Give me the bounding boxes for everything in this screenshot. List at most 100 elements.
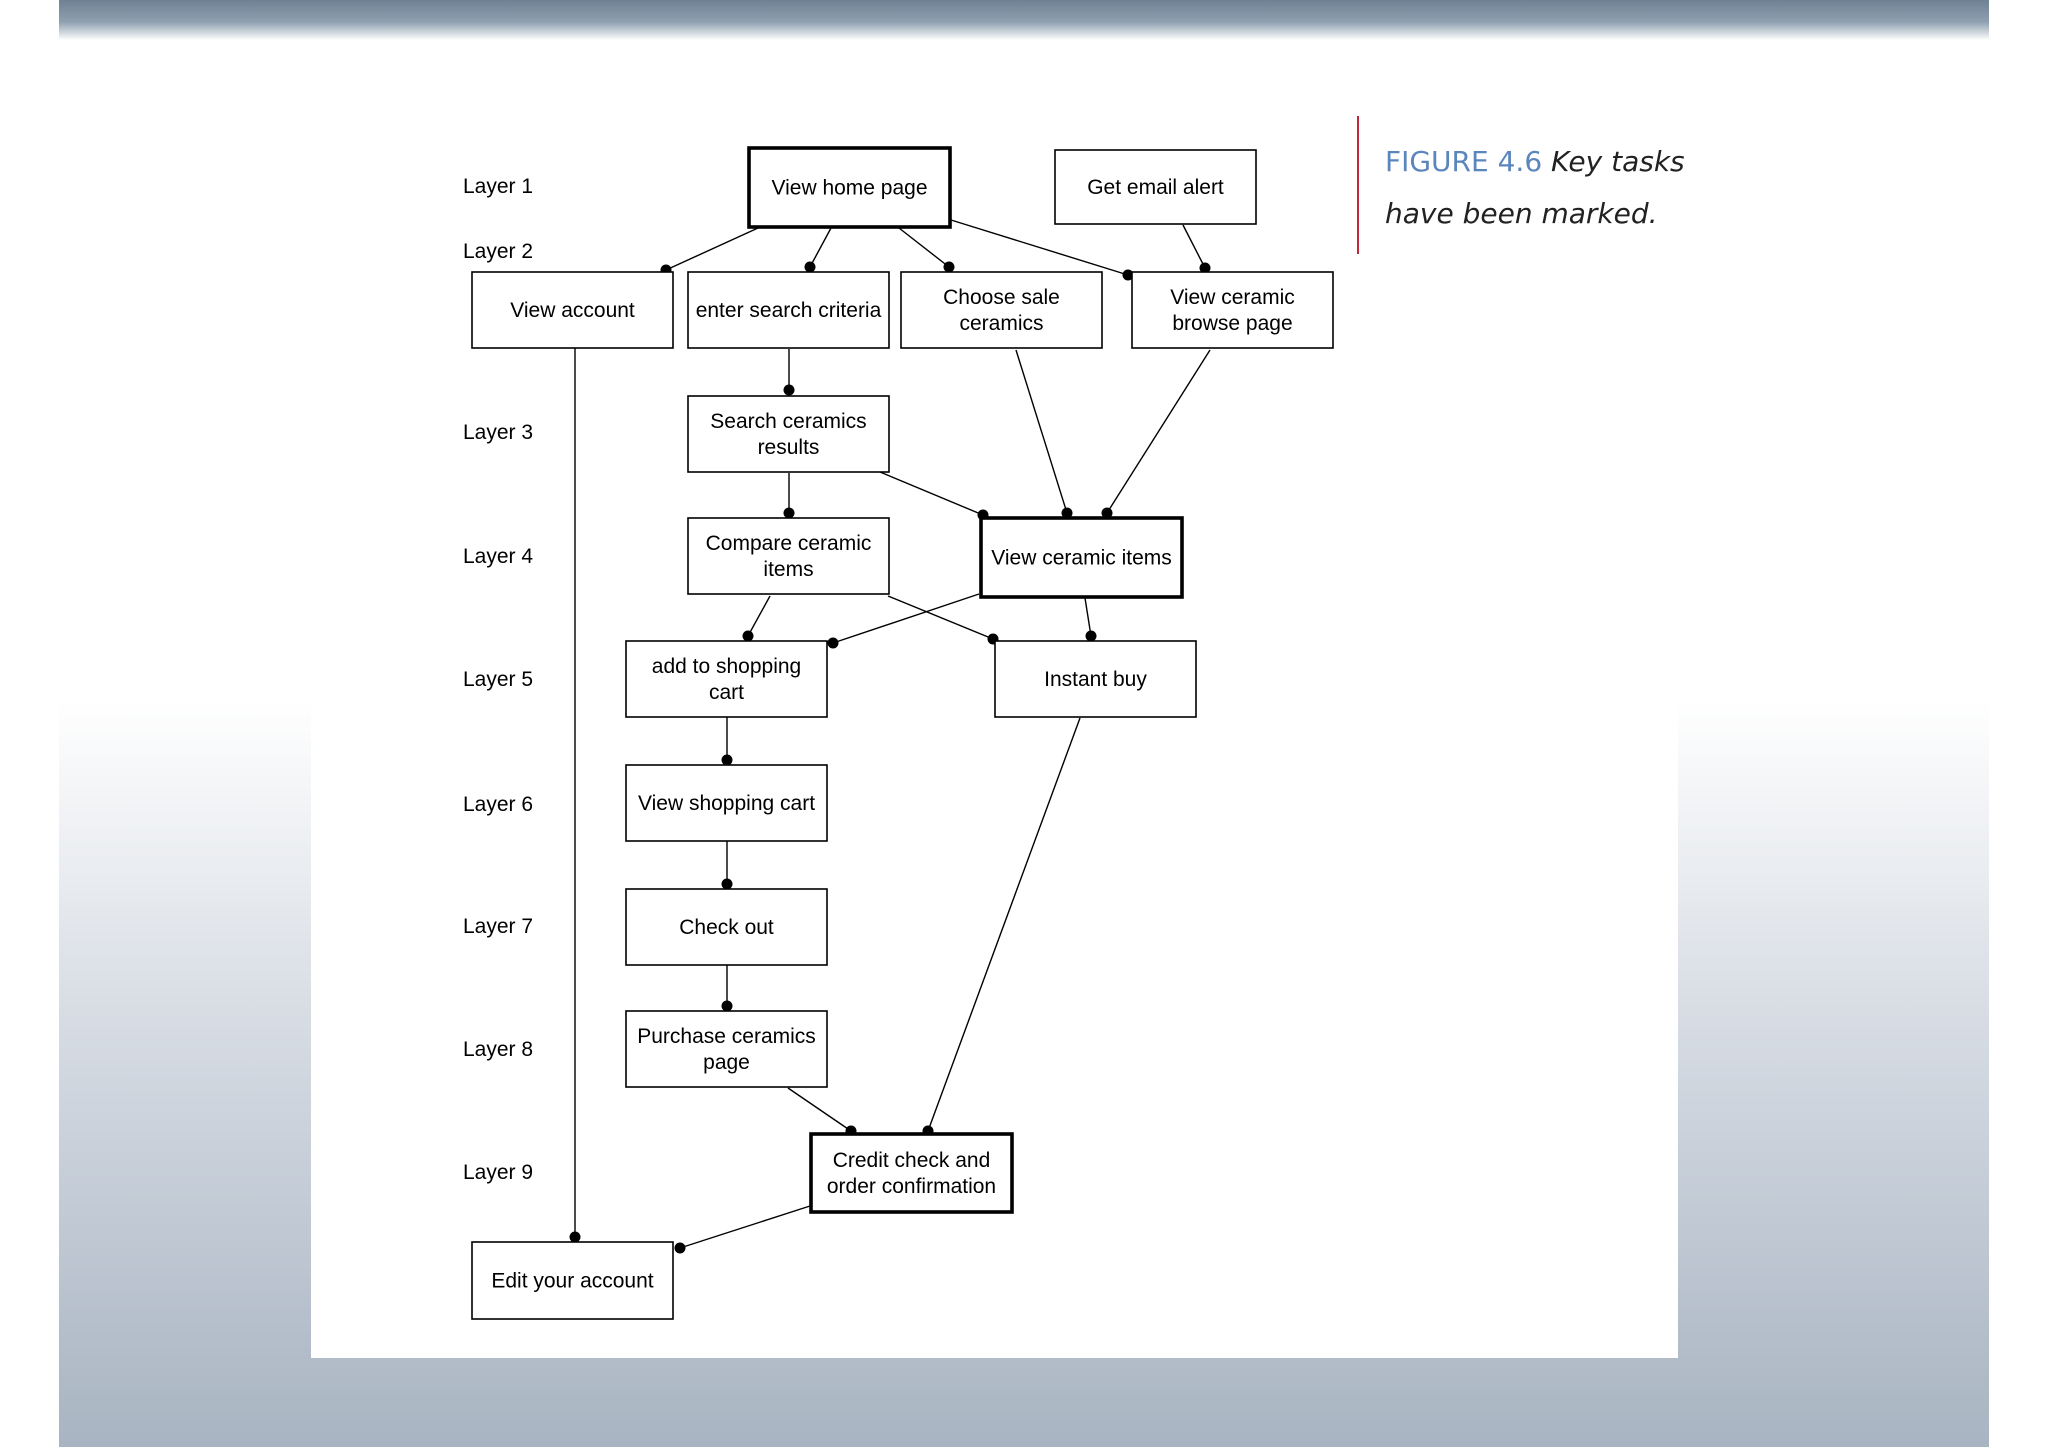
node-label: View home page (771, 177, 927, 200)
node-label: Choose sale (943, 286, 1060, 309)
edge-endpoint-dot (721, 1000, 733, 1012)
node-credit-check-and-order-confirmation: Credit check and order confirmation (809, 1132, 1014, 1214)
edge-endpoint-dot (721, 878, 733, 890)
node-search-ceramics-results: Search ceramics results (687, 395, 890, 473)
layer-label-8: Layer 8 (463, 1038, 533, 1061)
edge-endpoint-dot (1122, 269, 1134, 281)
task-box (1131, 271, 1334, 349)
edge-endpoint-dot (1061, 507, 1073, 519)
key-task-box (809, 1132, 1014, 1214)
node-label: browse page (1172, 312, 1292, 335)
node-label: enter search criteria (696, 299, 882, 322)
edge-view-home-page-to-choose-sale-ceramics (898, 227, 950, 268)
node-view-home-page: View home page (747, 146, 952, 229)
edge-endpoint-dot (1101, 507, 1113, 519)
task-box (625, 640, 828, 718)
caption-label: FIGURE 4.6 (1385, 145, 1543, 178)
edge-compare-ceramic-items-to-instant-buy (887, 595, 994, 640)
edge-endpoint-dot (674, 1242, 686, 1254)
node-label: View shopping cart (638, 792, 815, 815)
layer-label-7: Layer 7 (463, 915, 533, 938)
edge-compare-ceramic-items-to-add-to-shopping-cart (747, 595, 771, 637)
node-instant-buy: Instant buy (994, 640, 1197, 718)
caption-rule (1357, 116, 1359, 254)
task-box (471, 271, 674, 349)
edge-view-ceramic-items-to-add-to-shopping-cart (832, 593, 980, 644)
edge-endpoint-dot (569, 1231, 581, 1243)
edge-view-ceramic-items-to-instant-buy (1084, 597, 1092, 637)
task-box (900, 271, 1103, 349)
node-label: Get email alert (1087, 176, 1224, 199)
node-view-account: View account (471, 271, 674, 349)
edge-endpoint-dot (827, 637, 839, 649)
figure-caption: FIGURE 4.6 Key tasks have been marked. (1385, 136, 1705, 240)
layer-labels-group: Layer 1 Layer 2 Layer 3 Layer 4 Layer 5 Layer… (463, 175, 533, 1184)
node-label: Instant buy (1044, 668, 1147, 691)
node-label: Compare ceramic (706, 532, 872, 555)
edge-endpoint-dot (943, 261, 955, 273)
layer-label-5: Layer 5 (463, 668, 533, 691)
node-label: View ceramic items (991, 547, 1172, 570)
node-label: Search ceramics (710, 410, 866, 433)
node-get-email-alert: Get email alert (1054, 149, 1257, 225)
caption-text: Key tasks have been marked. (1385, 145, 1685, 230)
layer-label-3: Layer 3 (463, 421, 533, 444)
layer-label-6: Layer 6 (463, 793, 533, 816)
node-check-out: Check out (625, 888, 828, 966)
node-choose-sale-ceramics: Choose sale ceramics (900, 271, 1103, 349)
node-label: add to shopping (652, 655, 801, 678)
task-box (994, 640, 1197, 718)
node-add-to-shopping-cart: add to shopping cart (625, 640, 828, 718)
task-box (625, 1010, 828, 1088)
layer-label-1: Layer 1 (463, 175, 533, 198)
layer-label-4: Layer 4 (463, 545, 533, 568)
node-enter-search-criteria: enter search criteria (687, 271, 890, 349)
task-box (1054, 149, 1257, 225)
task-box (687, 395, 890, 473)
node-label: items (763, 558, 813, 581)
node-view-ceramic-items: View ceramic items (979, 516, 1184, 599)
layer-label-2: Layer 2 (463, 240, 533, 263)
node-label: ceramics (959, 312, 1043, 335)
edge-view-ceramic-browse-page-to-view-ceramic-items (1106, 349, 1211, 514)
task-box (687, 271, 890, 349)
node-edit-your-account: Edit your account (471, 1241, 674, 1320)
edge-purchase-ceramics-page-to-credit-check-and-order-confirmation (787, 1087, 852, 1132)
task-box (687, 517, 890, 595)
node-label: Credit check and (833, 1149, 991, 1172)
edge-view-home-page-to-view-account (665, 227, 759, 271)
node-label: Edit your account (491, 1270, 653, 1293)
layer-label-9: Layer 9 (463, 1161, 533, 1184)
key-task-box (979, 516, 1184, 599)
edge-endpoint-dot (1199, 262, 1211, 274)
node-label: View account (510, 299, 635, 322)
task-box (625, 888, 828, 966)
edge-search-ceramics-results-to-view-ceramic-items (879, 471, 984, 516)
node-label: View ceramic (1170, 286, 1294, 309)
edge-view-home-page-to-view-ceramic-browse-page (950, 219, 1129, 276)
node-view-shopping-cart: View shopping cart (625, 764, 828, 842)
node-label: order confirmation (827, 1175, 996, 1198)
slide-top-bar (59, 0, 1989, 40)
edges-group (569, 219, 1211, 1254)
node-label: cart (709, 681, 744, 704)
edge-view-home-page-to-enter-search-criteria (809, 227, 832, 268)
node-label: results (758, 436, 820, 459)
edge-credit-check-and-order-confirmation-to-edit-your-account (679, 1205, 811, 1249)
edge-get-email-alert-to-view-ceramic-browse-page (1182, 224, 1206, 269)
edge-endpoint-dot (804, 261, 816, 273)
edge-endpoint-dot (1085, 630, 1097, 642)
edge-endpoint-dot (721, 754, 733, 766)
task-box (471, 1241, 674, 1320)
key-task-box (747, 146, 952, 229)
node-view-ceramic-browse-page: View ceramic browse page (1131, 271, 1334, 349)
node-compare-ceramic-items: Compare ceramic items (687, 517, 890, 595)
edge-endpoint-dot (783, 507, 795, 519)
edge-choose-sale-ceramics-to-view-ceramic-items (1015, 349, 1068, 514)
node-label: page (703, 1051, 750, 1074)
node-label: Check out (679, 916, 774, 939)
edge-endpoint-dot (742, 630, 754, 642)
